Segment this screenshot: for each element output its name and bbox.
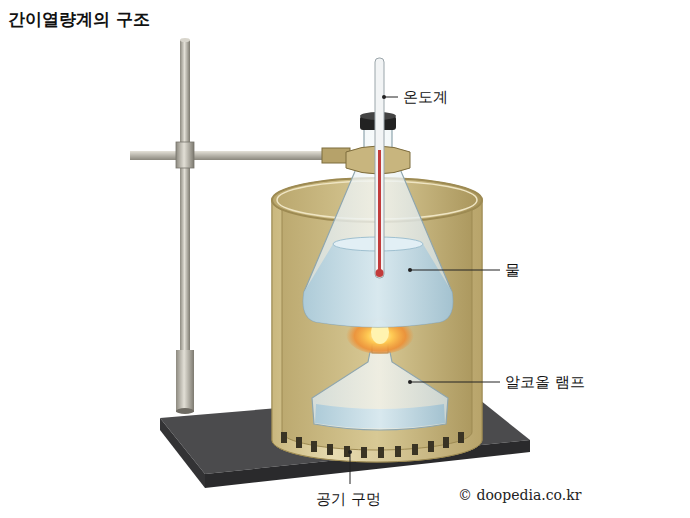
part-label: 온도계 <box>403 88 448 107</box>
part-label: 물 <box>505 261 520 280</box>
watermark: © doopedia.co.kr <box>458 487 581 503</box>
part-label: 공기 구멍 <box>316 490 381 509</box>
part-label: 알코올 램프 <box>505 373 585 392</box>
diagram-title: 간이열량계의 구조 <box>8 8 150 31</box>
